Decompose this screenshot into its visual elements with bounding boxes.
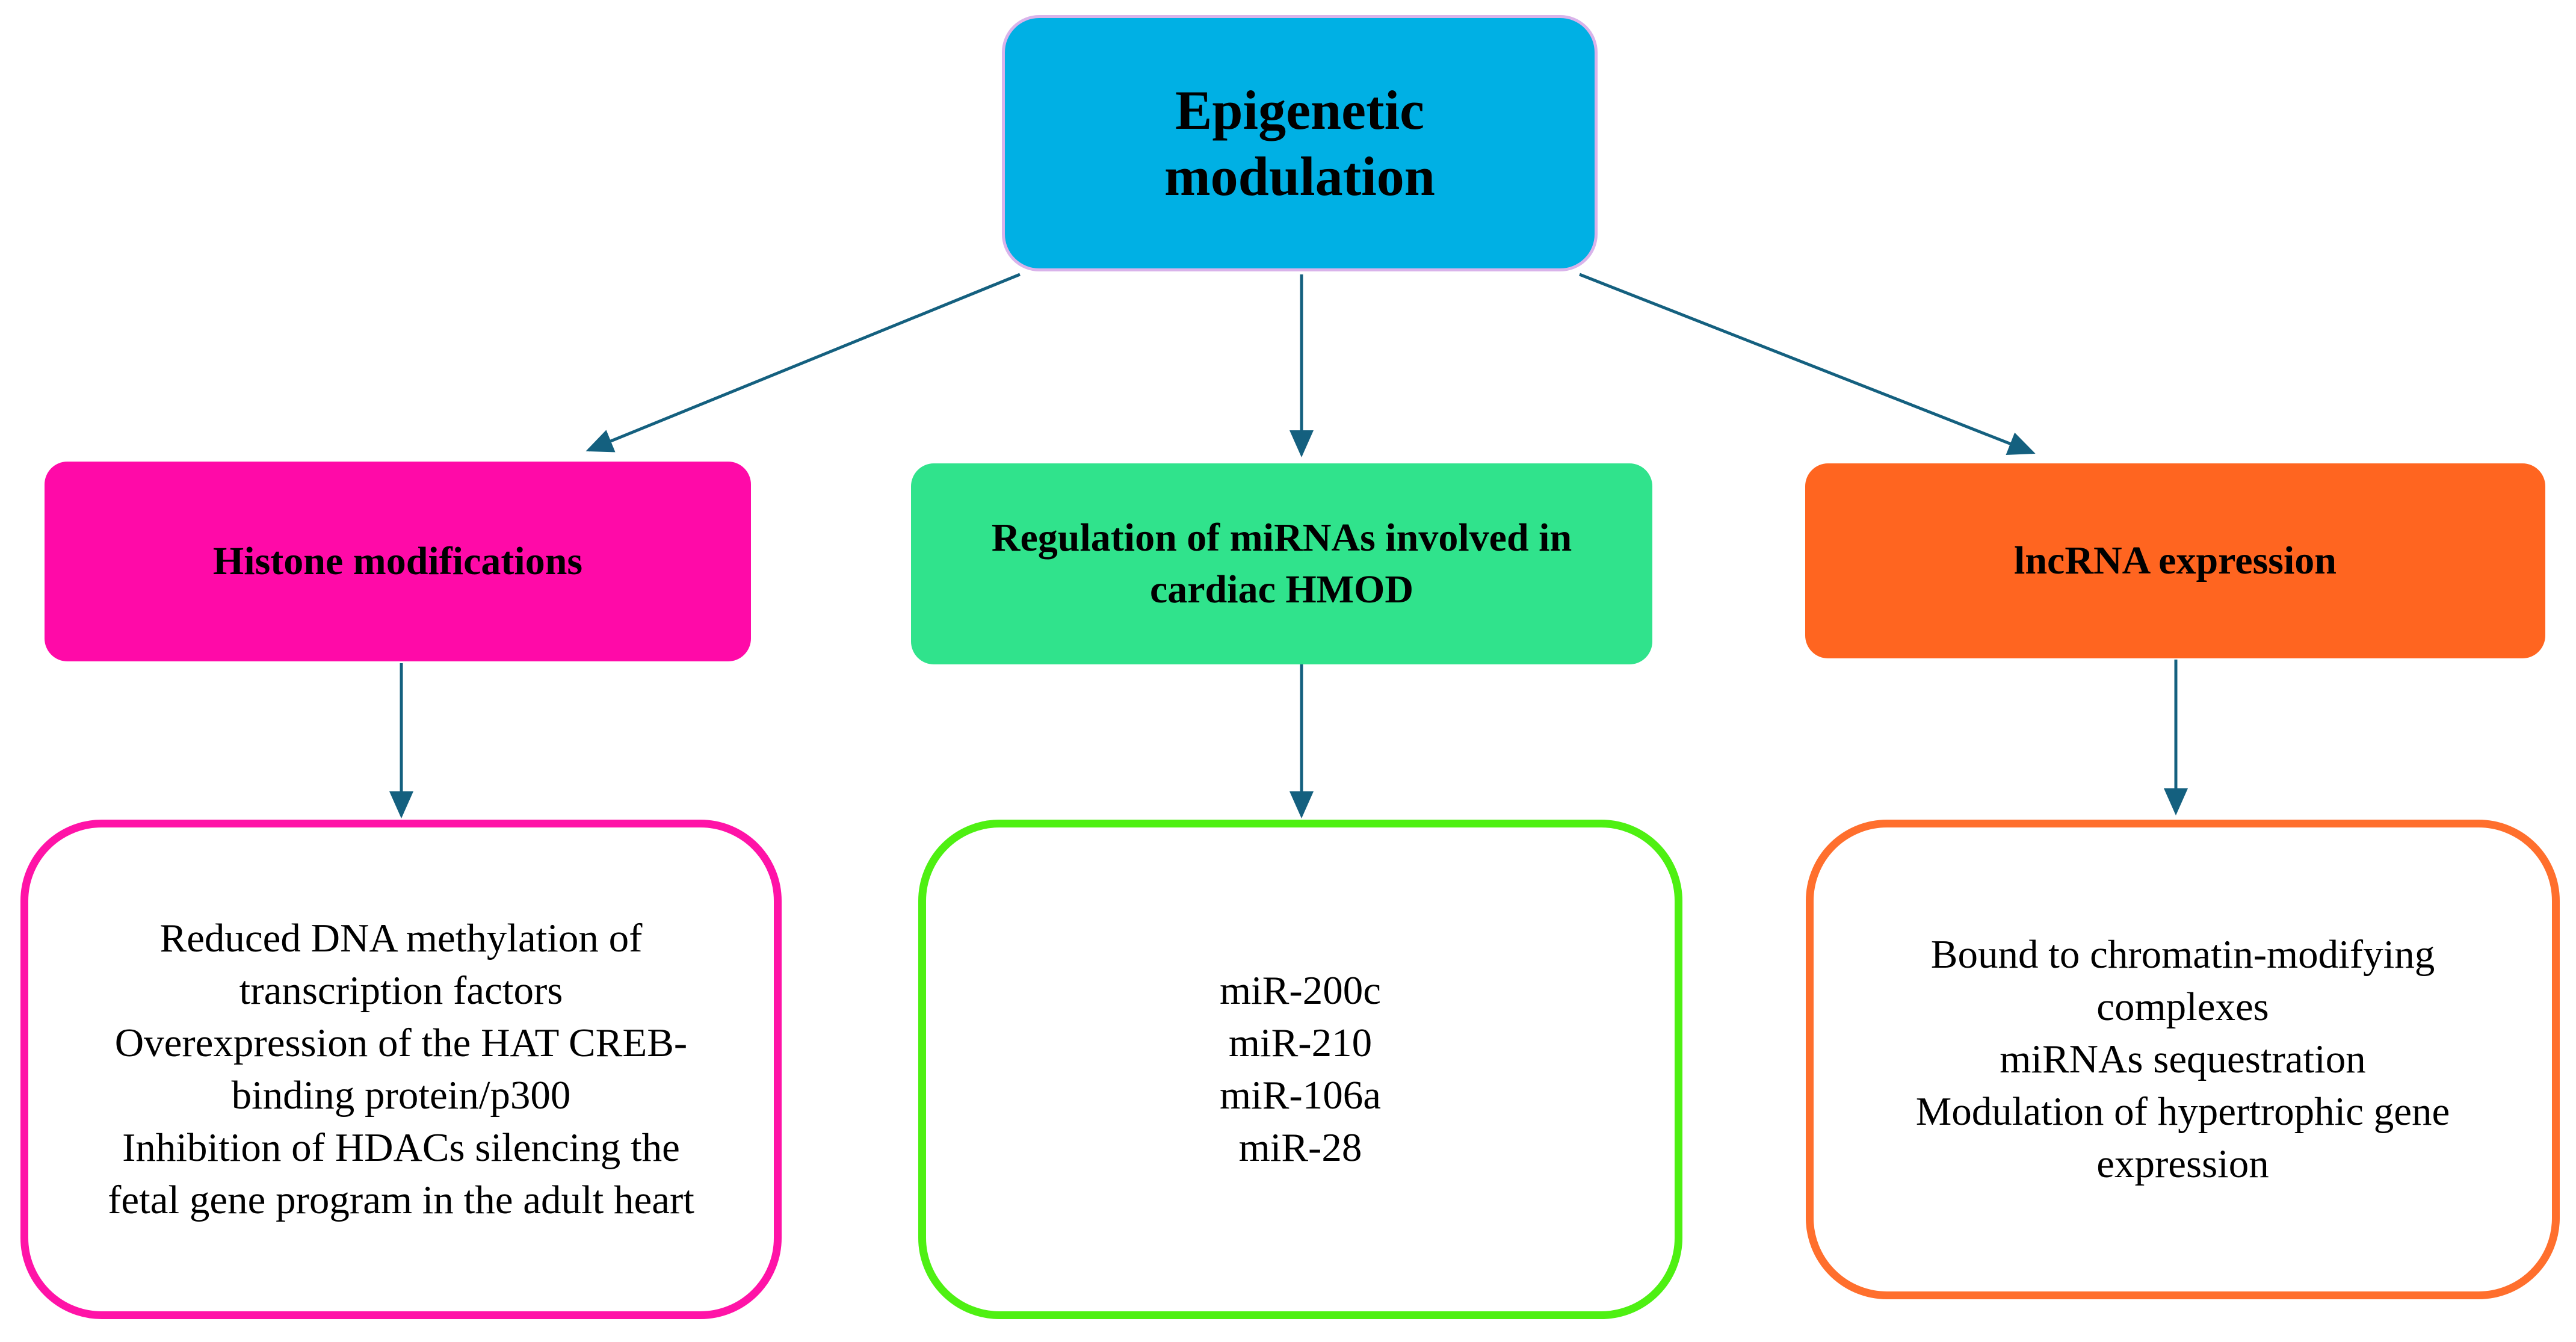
root-node: Epigenetic modulation: [1002, 15, 1598, 271]
arrow-root-to-histone: [585, 273, 1021, 453]
branch-node-lncrna-expression: lncRNA expression: [1805, 463, 2545, 658]
detail-box-lncrna: Bound to chromatin-modifying complexes m…: [1806, 820, 2560, 1299]
detail-text-histone: Reduced DNA methylation of transcription…: [108, 916, 694, 1222]
branch-node-mirna-regulation: Regulation of miRNAs involved in cardiac…: [911, 463, 1652, 664]
detail-text-mirna: miR-200c miR-210 miR-106a miR-28: [1220, 968, 1381, 1170]
branch-title-histone: Histone modifications: [212, 539, 583, 583]
branch-node-histone-modifications: Histone modifications: [45, 462, 751, 661]
branch-title-lncrna: lncRNA expression: [2014, 539, 2337, 583]
detail-box-histone: Reduced DNA methylation of transcription…: [20, 820, 782, 1319]
root-node-label: Epigenetic modulation: [1164, 79, 1435, 207]
arrow-root-to-lncrna: [1579, 273, 2036, 455]
detail-text-lncrna: Bound to chromatin-modifying complexes m…: [1915, 932, 2450, 1186]
branch-title-mirna: Regulation of miRNAs involved in cardiac…: [991, 516, 1572, 611]
detail-box-mirna: miR-200c miR-210 miR-106a miR-28: [918, 820, 1682, 1319]
